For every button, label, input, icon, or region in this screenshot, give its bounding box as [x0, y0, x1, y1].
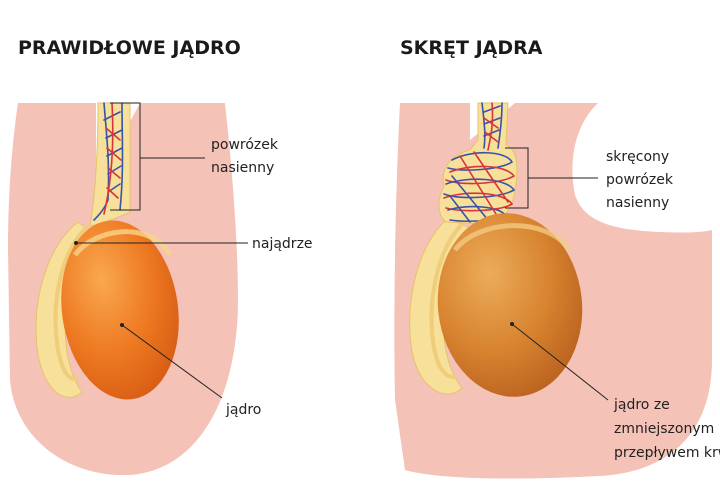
testis-left — [61, 220, 179, 400]
normal-testis-title: PRAWIDŁOWE JĄDRO — [18, 37, 241, 59]
spermatic-cord-left — [89, 102, 131, 227]
epididymis-left-inner — [53, 224, 90, 381]
torsion-title: SKRĘT JĄDRA — [400, 37, 543, 59]
epididymis-right-inner — [429, 222, 464, 379]
cord-label-left: powrózek nasienny — [211, 137, 282, 176]
testis-left-rim — [72, 229, 173, 257]
epididymis-label: najądrze — [252, 236, 313, 252]
testis-right-rim — [453, 223, 573, 252]
testis-label-right: jądro ze zmniejszonym przepływem krwi — [613, 397, 720, 461]
twisted-spermatic-cord — [438, 102, 518, 225]
testis-label-left: jądro — [225, 402, 261, 418]
cord-bracket-right — [505, 147, 598, 209]
normal-testis-panel: PRAWIDŁOWE JĄDRO powrózek nasienny nająd… — [8, 37, 313, 476]
torsion-panel: SKRĘT JĄDRA — [394, 37, 720, 479]
testis-leader-left — [121, 324, 223, 399]
testis-leader-right — [511, 323, 609, 401]
twisted-cord-label: skręcony powrózek nasienny — [606, 149, 677, 211]
cord-bracket-left — [110, 102, 205, 211]
